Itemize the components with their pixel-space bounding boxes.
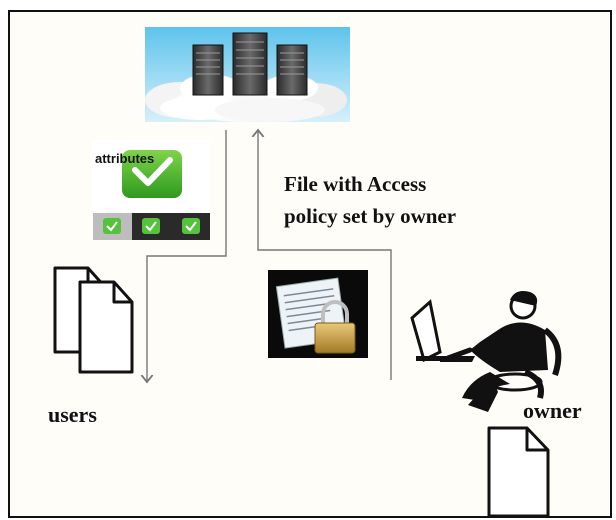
flow-connectors [147, 130, 392, 382]
owner-to-cloud-arrow [258, 130, 392, 380]
owner-document-icon [487, 426, 550, 518]
attributes-checkbox-icon: attributes [93, 140, 210, 240]
computer-user-icon [410, 291, 562, 412]
users-label: users [48, 402, 97, 427]
policy-caption-line2: policy set by owner [284, 204, 457, 228]
attributes-label: attributes [95, 151, 154, 166]
cloud-to-users-arrow [147, 130, 227, 382]
documents-icon [53, 266, 134, 374]
locked-file-icon [268, 270, 368, 358]
cloud-server-icon [145, 27, 350, 122]
owner-label: owner [523, 398, 582, 423]
policy-caption: File with Access policy set by owner [284, 168, 544, 232]
policy-caption-line1: File with Access [284, 172, 427, 196]
